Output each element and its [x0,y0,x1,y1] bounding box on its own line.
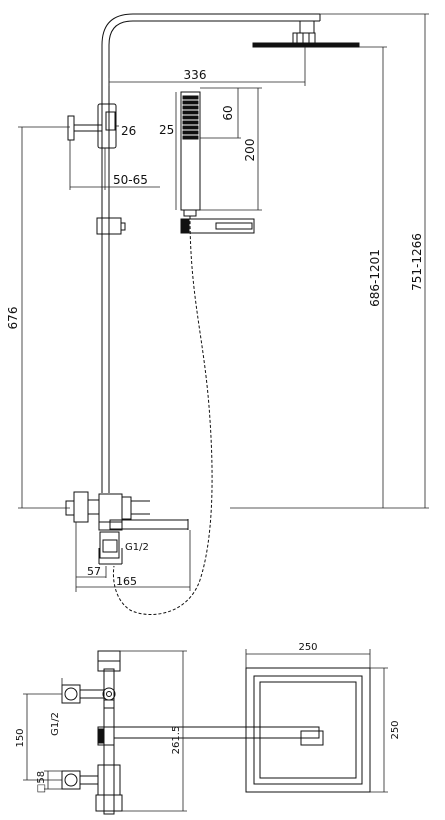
label-head-depth: 250 [390,720,401,739]
dim-mixer-depth: 57 165 [75,522,191,592]
slide-holder [96,217,126,235]
riser-pipe [101,13,321,493]
label-column-height: 261.5 [171,726,182,755]
label-inlet-thread-side: G1/2 [125,542,149,553]
mixer-body: G1/2 [65,491,189,565]
dim-mixer-to-bracket: 676 [6,127,23,508]
label-handshower-head: 60 [221,105,235,120]
rain-shower-head [252,20,360,48]
label-wall-bracket: 26 [121,124,136,138]
label-head-width: 250 [298,642,317,653]
label-mixer-square: □58 [36,771,47,793]
label-handshower-width: 25 [159,123,174,137]
label-arm-reach: 336 [184,68,207,82]
head-plan-view: 250 250 [245,642,401,793]
dim-handshower: 60 200 [200,87,262,211]
hand-shower [175,91,201,217]
dim-arm-reach: 336 [108,47,306,86]
label-inlet-centers: 150 [15,728,26,747]
front-view: 150 G1/2 □58 261.5 [15,650,324,815]
label-mixer-depth: 57 [87,565,101,578]
label-mixer-to-bracket: 676 [6,307,20,330]
label-bracket-offset: 50-65 [113,173,148,187]
hose [112,215,213,616]
label-overall-height: 751-1266 [410,233,424,291]
label-inlet-thread-front: G1/2 [50,712,61,736]
label-spout-reach: 165 [116,575,137,588]
label-mixer-to-arm: 686-1201 [368,249,382,307]
upper-wall-bracket: 26 [67,103,136,149]
side-view: 336 26 50-65 676 [6,13,429,616]
label-handshower-total: 200 [243,139,257,162]
dim-mixer-to-arm: 686-1201 [359,46,387,508]
dim-bracket-offset: 50-65 [69,140,160,190]
shelf [180,218,255,234]
dim-overall-height: 751-1266 [230,13,429,509]
